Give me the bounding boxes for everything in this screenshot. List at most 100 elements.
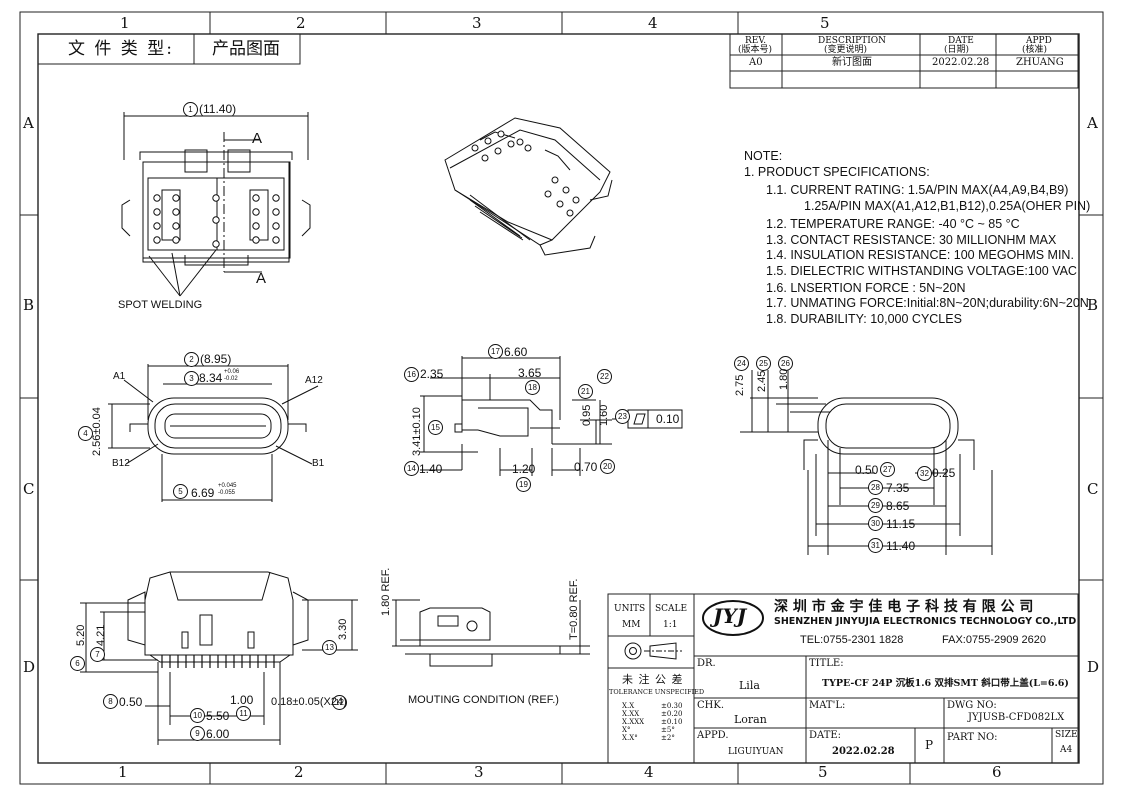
balloon-4: 4 [78,426,93,441]
zone-col-1-top: 1 [120,14,130,32]
balloon-6: 6 [70,656,85,671]
note-line-1-6: 1.6. LNSERTION FORCE : 5N~20N [766,281,966,295]
balloon-13: 13 [322,640,337,655]
dim-side-length: 6.60 [504,345,528,359]
title-header: TITLE: [809,658,844,669]
dim-side-070: 0.70 [574,460,598,474]
pin-b12-label: B12 [112,458,130,469]
balloon-18: 18 [525,380,540,395]
dim-bot-050: 0.50 [119,695,143,709]
balloon-22: 22 [597,369,612,384]
balloon-5: 5 [173,484,188,499]
dim-mount-080: T=0.80 REF. [568,578,580,640]
dim-end-1115: 11.15 [886,517,916,531]
dim-end-025: 0.25 [932,466,956,480]
drawn-by-header: DR. [697,658,716,669]
spot-welding-label: SPOT WELDING [118,299,203,311]
dim-end-1140: 11.40 [886,539,916,553]
drawn-by-value: Lila [739,679,760,692]
dim-side-160: 1.60 [598,404,610,426]
mounting-condition-label: MOUTING CONDITION (REF.) [408,694,559,706]
zone-row-c-right: C [1087,480,1099,498]
section-a-top: A [252,130,263,147]
approved-by-header: APPD. [697,730,729,741]
drawing-title: TYPE-CF 24P 沉板1.6 双排SMT 斜口带上盖(L=6.6) [822,678,1069,689]
note-title: NOTE: [744,149,783,163]
tol-row-5-val: ±2° [661,734,675,742]
dim-top-width: (11.40) [199,102,237,116]
zone-col-3-bottom: 3 [474,763,484,781]
balloon-1: 1 [183,102,198,117]
balloon-31: 31 [868,538,883,553]
balloon-12: 12 [332,695,347,710]
dim-bot-600: 6.00 [206,727,230,741]
part-no-header: PART NO: [947,732,998,743]
pin-b1-label: B1 [312,458,325,469]
balloon-32: 32 [917,466,932,481]
doc-type-label: 文 件 类 型: [68,39,174,59]
balloon-3: 3 [184,371,199,386]
tol-row-1-key: X.X [622,702,635,710]
balloon-16: 16 [404,367,419,382]
size-header: SIZE [1055,730,1078,740]
pin-a1-label: A1 [113,371,126,382]
pin-a12-label: A12 [305,375,323,386]
balloon-24: 24 [734,356,749,371]
zone-col-2-bottom: 2 [294,763,304,781]
note-line-1: 1. PRODUCT SPECIFICATIONS: [744,165,930,179]
zone-col-5-top: 5 [820,14,830,32]
zone-row-d-left: D [23,658,36,676]
dim-front-inner: 8.34 [199,371,223,385]
balloon-17: 17 [488,344,503,359]
dim-front-width: (8.95) [200,352,232,366]
tol-row-2-key: X.XX [622,710,640,718]
tol-row-4-val: ±5° [661,726,675,734]
dwg-no-value: JYJUSB-CFD082LX [968,712,1065,723]
dim-mount-180: 1.80 REF. [380,567,392,616]
tol-row-5-key: X.X° [622,734,638,742]
balloon-19: 19 [516,477,531,492]
zone-col-1-bottom: 1 [118,763,128,781]
desc-value: 新订图面 [832,57,872,68]
balloon-9: 9 [190,726,205,741]
balloon-7: 7 [90,647,105,662]
dim-end-245: 2.45 [756,370,768,392]
dim-end-180: 1.80 [778,368,790,390]
balloon-14: 14 [404,461,419,476]
rev-value: A0 [749,57,763,68]
dim-bot-330: 3.30 [337,618,349,640]
date-value-tb: 2022.02.28 [832,746,895,757]
appd-value: ZHUANG [1016,57,1064,68]
company-fax: FAX:0755-2909 2620 [942,634,1046,646]
note-line-1-2: 1.2. TEMPERATURE RANGE: -40 °C ~ 85 °C [766,217,1020,231]
zone-col-3-top: 3 [472,14,482,32]
dim-front-inner-tol: +0.06 -0.02 [224,369,240,382]
date-header: DATE [948,36,974,46]
tol-row-2-val: ±0.20 [661,710,683,718]
company-name-en: SHENZHEN JINYUJIA ELECTRONICS TECHNOLOGY… [774,616,1077,627]
zone-row-b-right: B [1087,296,1099,314]
tol-row-3-key: X.XXX [622,718,645,726]
dim-bot-100: 1.00 [230,693,254,707]
dim-side-120: 1.20 [512,462,536,476]
balloon-10: 10 [190,708,205,723]
balloon-23: 23 [615,409,630,424]
dim-end-735: 7.35 [886,481,910,495]
tol-row-1-val: ±0.30 [661,702,683,710]
checked-by-value: Loran [734,713,767,726]
balloon-8: 8 [103,694,118,709]
zone-row-b-left: B [23,296,35,314]
balloon-28: 28 [868,480,883,495]
dim-bot-018: 0.18±0.05(X24) [271,696,347,708]
tolerance-title-en: TOLERANCE UNSPECIFIED [609,688,705,696]
units-value: MM [622,620,641,630]
note-line-1-8: 1.8. DURABILITY: 10,000 CYCLES [766,312,962,326]
zone-col-4-top: 4 [648,14,658,32]
date-header-tb: DATE: [809,730,842,741]
balloon-2: 2 [184,352,199,367]
dim-front-bottom: 6.69 [191,486,215,500]
balloon-26: 26 [778,356,793,371]
zone-row-c-left: C [23,480,35,498]
balloon-15: 15 [428,420,443,435]
